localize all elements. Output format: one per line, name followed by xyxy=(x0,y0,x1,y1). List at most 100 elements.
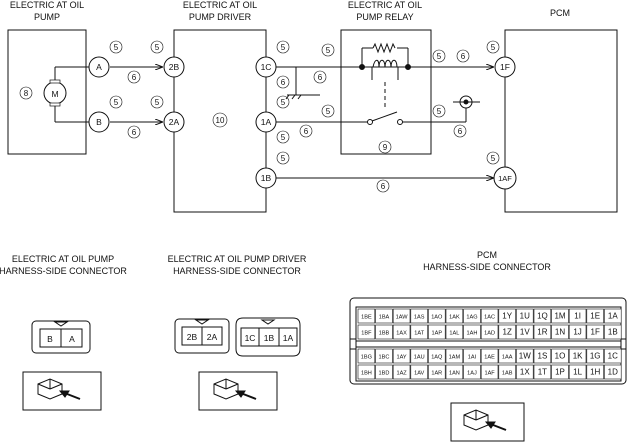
pcm-pin-label: 1AJ xyxy=(467,371,477,377)
pcm-pin-label: 1AF xyxy=(484,371,495,377)
pcm-pin-cell xyxy=(410,364,428,380)
pcm-pin-cell xyxy=(445,324,464,340)
pcm-pin-label: 1J xyxy=(573,328,581,337)
pcm-pin-cell xyxy=(551,308,569,324)
pcm-pin-cell xyxy=(375,308,393,324)
pcm-pin-cell xyxy=(498,308,516,324)
pump-connector-pin-a: A xyxy=(69,334,75,344)
pcm-pin-cell xyxy=(392,348,411,364)
pcm-pin-label: 1S xyxy=(538,352,548,361)
pump-title-1: ELECTRIC AT OIL xyxy=(10,0,84,10)
pcm-pin-cell xyxy=(568,348,587,364)
callout-5: 5 xyxy=(150,95,164,109)
pcm-pin-label: 1AY xyxy=(397,355,407,361)
pcm-pin-label: 1AO xyxy=(431,315,443,321)
callout-6: 6 xyxy=(127,70,141,84)
pcm-pin-label: 1O xyxy=(555,352,566,361)
callout-9: 9 xyxy=(378,140,392,154)
svg-text:6: 6 xyxy=(318,73,323,82)
callout-5: 5 xyxy=(109,95,123,109)
pcm-pin-label: 1AP xyxy=(432,331,443,337)
pcm-pin-label: 1AZ xyxy=(396,371,407,377)
pcm-pin-cell xyxy=(410,348,428,364)
driver-title-1: ELECTRIC AT OIL xyxy=(183,0,257,10)
pump-terminal-b: B xyxy=(96,117,102,127)
pcm-pin-label: 1T xyxy=(538,368,547,377)
driver-connector-3pin: 1C 1B 1A xyxy=(235,317,301,357)
svg-text:6: 6 xyxy=(132,73,137,82)
pcm-pin-cell xyxy=(604,348,622,364)
driver-connector-title-2: HARNESS-SIDE CONNECTOR xyxy=(173,266,301,276)
callout-5: 5 xyxy=(109,40,123,54)
power-source-icon xyxy=(453,95,480,122)
driver-connector-title-1: ELECTRIC AT OIL PUMP DRIVER xyxy=(168,254,307,264)
motor-symbol: M xyxy=(43,66,90,123)
svg-text:5: 5 xyxy=(437,107,442,116)
pcm-pin-cell xyxy=(568,308,587,324)
callout-10: 10 xyxy=(212,112,228,128)
pcm-pin-cell xyxy=(445,348,464,364)
pcm-pin-label: 1BB xyxy=(379,331,390,337)
callout-5: 5 xyxy=(432,49,446,63)
pcm-pin-cell xyxy=(533,308,552,324)
pcm-pin-cell xyxy=(357,324,376,340)
pcm-pin-cell xyxy=(498,348,516,364)
pcm-pin-label: 1AR xyxy=(431,371,442,377)
pcm-pin-label: 1K xyxy=(573,352,583,361)
callout-5: 5 xyxy=(276,95,290,109)
pcm-pin-cell xyxy=(586,324,604,340)
pcm-pin-label: 1D xyxy=(608,368,618,377)
pcm-terminal-1f: 1F xyxy=(500,62,510,72)
pcm-pin-cell xyxy=(428,324,446,340)
pcm-pin-label: 1AH xyxy=(467,331,478,337)
pcm-pin-cell xyxy=(410,308,428,324)
pcm-pin-cell xyxy=(604,364,622,380)
pcm-pin-cell xyxy=(604,324,622,340)
pcm-pin-label: 1BA xyxy=(379,315,390,321)
pcm-pin-cell xyxy=(480,348,499,364)
svg-text:9: 9 xyxy=(383,143,388,152)
pcm-pin-cell xyxy=(568,364,587,380)
svg-text:6: 6 xyxy=(132,128,137,137)
pcm-connector-title-1: PCM xyxy=(477,250,497,260)
pcm-pin-cell xyxy=(516,364,534,380)
pcm-pin-label: 1H xyxy=(590,368,600,377)
pcm-pin-cell xyxy=(428,348,446,364)
relay-internal xyxy=(359,42,411,125)
svg-text:8: 8 xyxy=(24,89,29,98)
pump-connector-pin-b: B xyxy=(47,334,53,344)
pcm-pin-cell xyxy=(445,364,464,380)
pcm-pin-cell xyxy=(516,324,534,340)
svg-text:5: 5 xyxy=(114,98,119,107)
driver-title-2: PUMP DRIVER xyxy=(189,12,252,22)
relay-box xyxy=(340,29,432,155)
wires xyxy=(110,67,494,178)
pcm-pin-label: 1AE xyxy=(484,355,495,361)
pcm-pin-label: 1AW xyxy=(396,315,409,321)
pcm-pin-cell xyxy=(533,348,552,364)
driver-terminal-2b: 2B xyxy=(169,62,180,72)
ground-symbol xyxy=(285,67,320,100)
pcm-pin-cell xyxy=(533,364,552,380)
pcm-pin-label: 1P xyxy=(555,368,565,377)
pcm-pin-cell xyxy=(586,348,604,364)
pcm-pin-cell xyxy=(463,364,481,380)
svg-text:5: 5 xyxy=(437,52,442,61)
pcm-pin-cell xyxy=(463,324,481,340)
callout-6: 6 xyxy=(313,70,327,84)
pcm-pin-cell xyxy=(516,348,534,364)
svg-text:5: 5 xyxy=(281,43,286,52)
pcm-pin-label: 1A xyxy=(608,312,618,321)
callout-5: 5 xyxy=(321,104,335,118)
callout-6: 6 xyxy=(453,124,467,138)
pcm-pin-label: 1AC xyxy=(484,315,495,321)
pcm-pin-label: 1C xyxy=(608,352,618,361)
pump-connector: B A xyxy=(31,320,91,354)
callout-5: 5 xyxy=(432,104,446,118)
pcm-pin-label: 1AU xyxy=(414,355,425,361)
pcm-pin-label: 1R xyxy=(537,328,547,337)
svg-text:5: 5 xyxy=(114,43,119,52)
pcm-pin-cell xyxy=(568,324,587,340)
driver-connector-pin-1a: 1A xyxy=(283,333,294,343)
